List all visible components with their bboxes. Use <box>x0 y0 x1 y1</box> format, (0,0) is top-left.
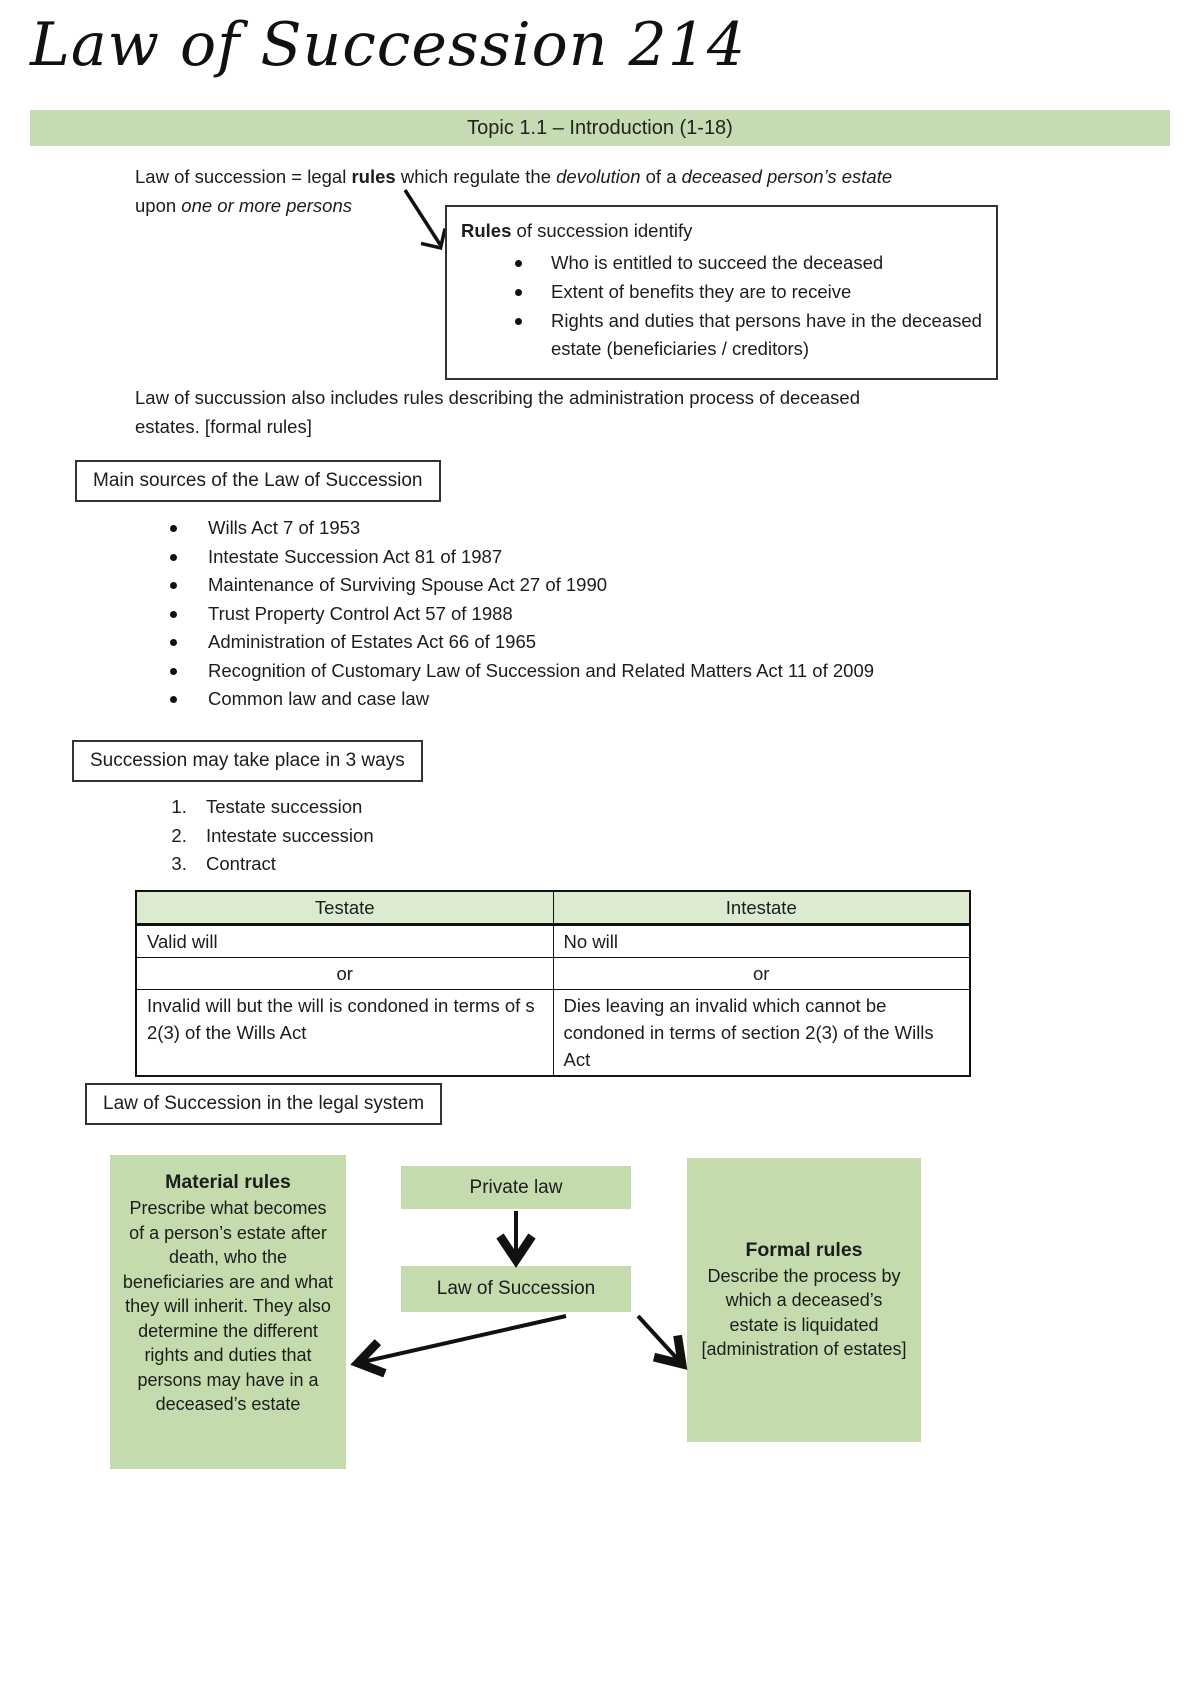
list-item: Wills Act 7 of 1953 <box>170 514 874 543</box>
definition-paragraph: Law of succession = legal rules which re… <box>135 162 1135 220</box>
formal-rules-body: Describe the process by which a deceased… <box>701 1265 907 1360</box>
table-row: or or <box>135 957 971 990</box>
admin-note-line: estates. [formal rules] <box>135 416 312 437</box>
law-of-succession-box: Law of Succession <box>401 1266 631 1312</box>
list-item: Maintenance of Surviving Spouse Act 27 o… <box>170 571 874 600</box>
material-rules-title: Material rules <box>165 1171 291 1193</box>
list-item: Intestate succession <box>192 822 374 851</box>
table-cell: or <box>552 957 971 990</box>
material-rules-body: Prescribe what becomes of a person’s est… <box>122 1198 334 1414</box>
private-law-box: Private law <box>401 1166 631 1209</box>
list-item: Common law and case law <box>170 685 874 714</box>
definition-segment-italic: devolution <box>556 166 641 187</box>
rules-of-succession-box: Rules of succession identify Who is enti… <box>445 205 998 380</box>
table-cell: Invalid will but the will is condoned in… <box>135 989 554 1077</box>
table-row: Testate Intestate <box>135 890 971 926</box>
list-item: Intestate Succession Act 81 of 1987 <box>170 543 874 572</box>
definition-segment-italic: one or more persons <box>181 195 352 216</box>
table-header-testate: Testate <box>135 890 554 926</box>
list-item: Who is entitled to succeed the deceased <box>461 249 982 277</box>
definition-segment: of a <box>640 166 682 187</box>
legal-system-heading-box: Law of Succession in the legal system <box>85 1083 443 1125</box>
definition-segment: upon <box>135 195 182 216</box>
legal-system-diagram: Material rules Prescribe what becomes of… <box>0 1152 1200 1492</box>
table-cell: Dies leaving an invalid which cannot be … <box>552 989 971 1077</box>
table-row: Invalid will but the will is condoned in… <box>135 989 971 1077</box>
formal-rules-title: Formal rules <box>745 1238 863 1261</box>
list-item: Extent of benefits they are to receive <box>461 278 982 306</box>
definition-segment: Law of succession = legal <box>135 166 352 187</box>
testate-intestate-table: Testate Intestate Valid will No will or … <box>135 890 971 1077</box>
table-header-intestate: Intestate <box>552 890 971 926</box>
definition-segment-bold: rules <box>351 166 396 187</box>
rules-box-title: of succession identify <box>511 220 693 241</box>
list-item: Rights and duties that persons have in t… <box>461 307 982 363</box>
list-item: Administration of Estates Act 66 of 1965 <box>170 628 874 657</box>
ways-list: Testate succession Intestate succession … <box>170 793 374 879</box>
topic-banner: Topic 1.1 – Introduction (1-18) <box>30 110 1170 146</box>
formal-rules-box: Formal rules Describe the process by whi… <box>687 1158 921 1442</box>
definition-segment-italic: deceased person’s estate <box>681 166 893 187</box>
rules-box-title-bold: Rules <box>461 220 512 241</box>
ways-heading-box: Succession may take place in 3 ways <box>72 740 423 782</box>
sources-heading-box: Main sources of the Law of Succession <box>75 460 441 502</box>
table-cell: Valid will <box>135 924 554 958</box>
admin-note-paragraph: Law of succussion also includes rules de… <box>135 383 1135 441</box>
rules-box-list: Who is entitled to succeed the deceased … <box>461 249 982 363</box>
page-title: Law of Succession 214 <box>30 10 747 80</box>
material-rules-box: Material rules Prescribe what becomes of… <box>110 1155 346 1469</box>
list-item: Recognition of Customary Law of Successi… <box>170 657 874 686</box>
table-row: Valid will No will <box>135 924 971 958</box>
table-cell: No will <box>552 924 971 958</box>
sources-list: Wills Act 7 of 1953 Intestate Succession… <box>170 514 874 714</box>
table-cell: or <box>135 957 554 990</box>
list-item: Testate succession <box>192 793 374 822</box>
list-item: Trust Property Control Act 57 of 1988 <box>170 600 874 629</box>
definition-segment: which regulate the <box>395 166 557 187</box>
admin-note-line: Law of succussion also includes rules de… <box>135 387 860 408</box>
list-item: Contract <box>192 850 374 879</box>
